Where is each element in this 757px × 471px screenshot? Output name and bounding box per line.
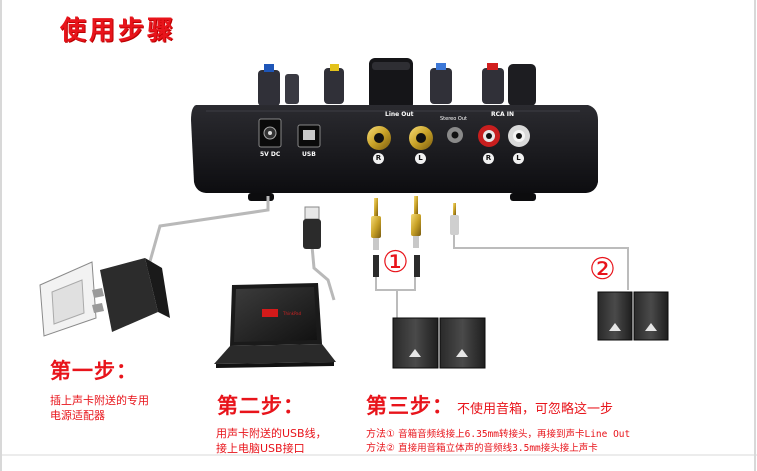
adapter-6-35mm-right (411, 196, 421, 248)
step1-line-2: 电源适配器 (50, 409, 105, 422)
method-1-label: 方法① (366, 429, 395, 440)
stereo-out-jack (447, 127, 463, 143)
step2-line-2: 接上电脑USB接口 (216, 442, 305, 455)
rca-plugs (373, 255, 420, 277)
stereo-out-label: Stereo Out (440, 116, 467, 122)
step2-heading: 第二步： (217, 394, 305, 418)
usb-port (297, 124, 321, 148)
speaker-wire-2 (453, 235, 629, 290)
method-1-text: 音箱音频线接上6.35mm转接头，再接到声卡Line Out (398, 429, 631, 440)
method-2: 方法② 直接用音箱立体声的音频线3.5mm接头接上声卡 (366, 442, 598, 456)
sound-card (191, 105, 598, 201)
rca-in-label: RCA IN (491, 111, 515, 118)
rca-l-label: L (513, 153, 524, 164)
line-out-label: Line Out (385, 111, 414, 118)
method-2-label: 方法② (366, 443, 395, 454)
usb-cable (310, 245, 336, 301)
step3-note: 不使用音箱，可忽略这一步 (457, 402, 614, 417)
step3-heading: 第三步： (366, 394, 454, 418)
step2-line-1: 用声卡附送的USB线， (216, 427, 327, 440)
laptop (214, 283, 336, 368)
method-2-text: 直接用音箱立体声的音频线3.5mm接头接上声卡 (398, 443, 598, 454)
plug-3-5mm (450, 203, 459, 235)
screen-logo (262, 309, 278, 317)
line-out-r-label: R (373, 153, 384, 164)
line-out-l-label: L (415, 153, 426, 164)
usb-port-label: USB (302, 151, 316, 158)
marker-method-2: ② (589, 252, 616, 287)
page-title: 使用步骤 (60, 16, 177, 46)
rca-r-label: R (483, 153, 494, 164)
line-out-jacks (367, 126, 433, 150)
power-port-label: 5V DC (260, 151, 281, 158)
speakers-method-2 (597, 291, 669, 341)
adapter-6-35mm-left (371, 198, 381, 250)
step1-line-1: 插上声卡附送的专用 (50, 394, 149, 407)
laptop-brand: ThinkPad (283, 311, 302, 316)
power-adapter (39, 258, 170, 337)
power-port (258, 118, 282, 148)
speaker-wire-1 (375, 277, 416, 291)
method-1: 方法① 音箱音频线接上6.35mm转接头，再接到声卡Line Out (366, 428, 630, 442)
speakers-method-1 (392, 317, 486, 369)
step1-heading: 第一步： (50, 359, 138, 383)
device-knobs (258, 58, 536, 110)
power-cable (145, 196, 270, 273)
marker-method-1: ① (382, 245, 409, 280)
usb-plug (303, 206, 321, 249)
rca-in-jacks (478, 125, 530, 147)
